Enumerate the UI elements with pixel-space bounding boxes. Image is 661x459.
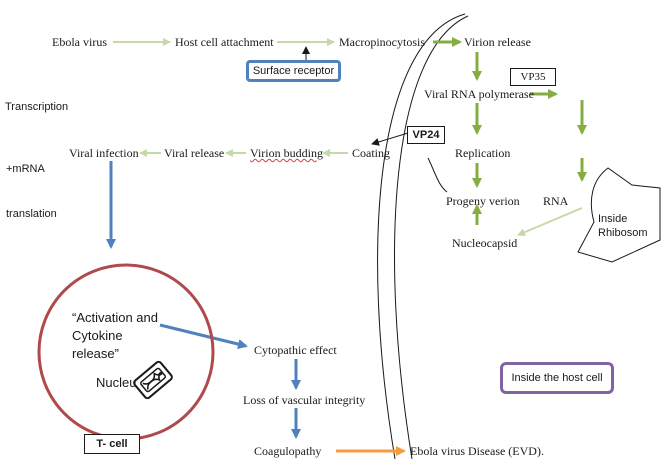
label-virion-release: Virion release — [464, 35, 531, 49]
label-inside-ribosome-2: Rhibosom — [598, 227, 648, 239]
label-virion-budding: Virion budding — [250, 146, 323, 160]
label-inside-host-cell: Inside the host cell — [511, 372, 603, 384]
label-t-cell: T- cell — [96, 438, 128, 450]
cell-membrane-outer — [377, 13, 466, 459]
vp35-box: VP35 — [510, 68, 556, 86]
cell-membrane-inner — [394, 15, 469, 459]
vp24-box: VP24 — [407, 126, 445, 144]
label-activation-line-3: release” — [72, 346, 119, 361]
label-cytopathic-effect: Cytopathic effect — [254, 343, 337, 357]
label-rna: RNA — [543, 194, 569, 208]
label-macropinocytosis: Macropinocytosis — [339, 35, 425, 49]
label-transcription: Transcription — [5, 101, 69, 113]
label-coagulopathy: Coagulopathy — [254, 444, 322, 458]
coating-curve — [427, 157, 448, 193]
label-coating: Coating — [352, 146, 390, 160]
label-evd: Ebola virus Disease (EVD). — [410, 444, 544, 458]
label-loss-vascular-integrity: Loss of vascular integrity — [243, 393, 366, 407]
label-vp35: VP35 — [520, 71, 546, 83]
label-vp24: VP24 — [412, 129, 440, 141]
inside-host-cell-box: Inside the host cell — [500, 362, 614, 394]
arrow-ribosome-to-nucleocapsid — [517, 207, 583, 236]
ribosome-shape — [577, 167, 661, 263]
label-activation-line-1: “Activation and — [72, 310, 158, 325]
label-viral-rna-polymerase: Viral RNA polymerase — [424, 87, 534, 101]
nucleus-dna-icon — [133, 360, 173, 400]
label-viral-release: Viral release — [164, 146, 225, 160]
label-surface-receptor: Surface receptor — [252, 65, 335, 77]
t-cell-box: T- cell — [84, 434, 140, 454]
label-mrna: +mRNA — [6, 163, 45, 175]
t-cell-circle — [37, 263, 215, 441]
label-host-cell-attachment: Host cell attachment — [175, 35, 274, 49]
label-nucleus: Nucleu — [96, 375, 137, 390]
label-inside-ribosome-1: Inside — [598, 213, 628, 225]
surface-receptor-box: Surface receptor — [246, 60, 341, 82]
label-activation-line-2: Cytokine — [72, 328, 123, 343]
arrow-activation-to-cytopathic — [159, 323, 248, 349]
label-ebola-virus: Ebola virus — [52, 35, 107, 49]
label-translation: translation — [6, 208, 57, 220]
label-nucleocapsid: Nucleocapsid — [452, 236, 518, 250]
arrow-vp24 — [371, 132, 409, 146]
label-replication: Replication — [455, 146, 511, 160]
label-progeny-virion: Progeny verion — [446, 194, 520, 208]
label-viral-infection: Viral infection — [69, 146, 139, 160]
